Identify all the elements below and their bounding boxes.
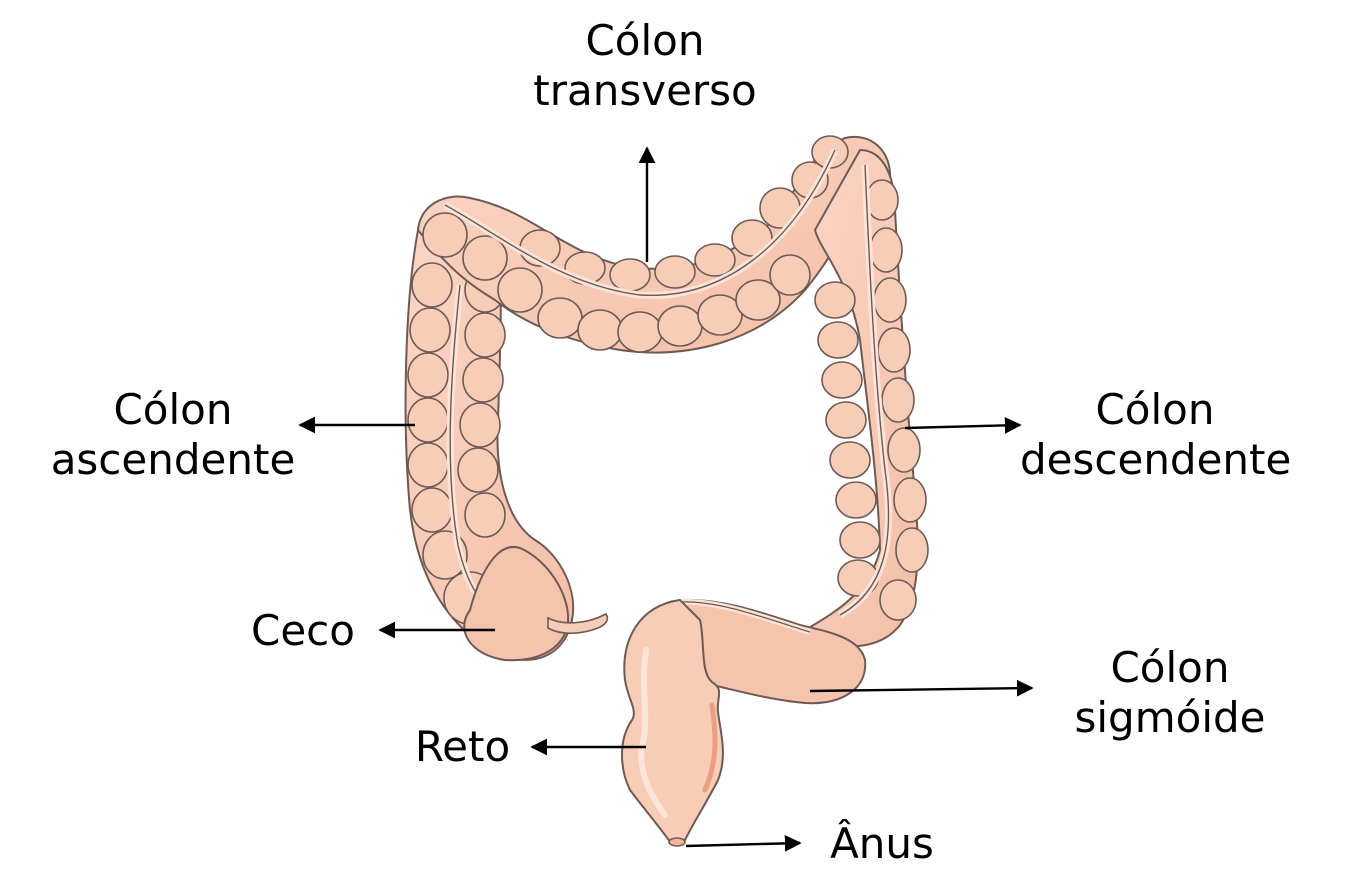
descending-haustra: [814, 179, 929, 621]
label-ascending-colon: Cólon ascendente: [48, 385, 298, 485]
leader-arrows: [298, 146, 1034, 852]
label-line: Cólon: [1110, 643, 1230, 692]
label-line: Reto: [414, 722, 511, 771]
descending-colon: [803, 148, 929, 648]
sigmoid-arrow: [809, 679, 1034, 697]
label-line: Cólon: [113, 385, 233, 434]
label-anus: Ânus: [822, 819, 942, 869]
rectum: [621, 598, 724, 843]
anus-arrow: [685, 835, 802, 852]
label-transverse-colon: Cólon transverso: [520, 16, 770, 116]
label-line: ascendente: [50, 435, 296, 484]
transverse-colon: [416, 135, 892, 354]
cecum: [463, 545, 609, 662]
ascending-haustra: [407, 262, 506, 625]
label-line: Ceco: [251, 606, 355, 655]
label-line: Ânus: [830, 819, 934, 868]
descending-arrow: [904, 416, 1022, 434]
anus: [668, 837, 686, 847]
label-descending-colon: Cólon descendente: [1020, 385, 1292, 485]
colon-illustration: [404, 135, 929, 847]
label-line: descendente: [1020, 435, 1292, 484]
label-rectum: Reto: [410, 722, 515, 772]
label-line: sigmóide: [1074, 693, 1266, 742]
transverse-haustra: [422, 135, 849, 353]
label-line: Cólon: [585, 16, 705, 65]
label-sigmoid-colon: Cólon sigmóide: [1050, 643, 1290, 743]
ascending-colon: [404, 228, 575, 661]
label-cecum: Ceco: [248, 606, 358, 656]
label-line: Cólon: [1095, 385, 1215, 434]
label-line: transverso: [533, 66, 757, 115]
appendix: [547, 612, 609, 635]
